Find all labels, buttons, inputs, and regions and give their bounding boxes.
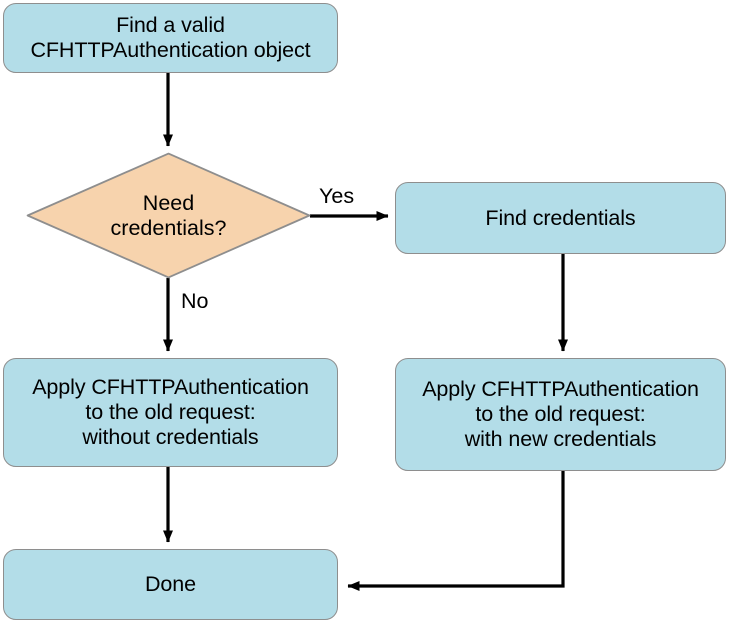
node-need-credentials-label: Need credentials? bbox=[110, 190, 227, 240]
node-done[interactable]: Done bbox=[3, 549, 338, 620]
node-done-label: Done bbox=[145, 572, 196, 596]
node-apply-with-new-credentials-label: Apply CFHTTPAuthentication to the old re… bbox=[422, 377, 699, 451]
edge-label-no: No bbox=[181, 289, 209, 313]
node-need-credentials[interactable]: Need credentials? bbox=[26, 152, 311, 279]
node-find-auth-object[interactable]: Find a valid CFHTTPAuthentication object bbox=[3, 3, 338, 73]
node-find-credentials-label: Find credentials bbox=[485, 205, 636, 230]
edge-apply-with-new-credentials-to-done bbox=[347, 471, 565, 591]
node-find-credentials[interactable]: Find credentials bbox=[395, 182, 726, 254]
node-apply-with-new-credentials[interactable]: Apply CFHTTPAuthentication to the old re… bbox=[395, 358, 726, 471]
node-apply-without-credentials-label: Apply CFHTTPAuthentication to the old re… bbox=[32, 375, 309, 449]
diamond-shape bbox=[26, 152, 311, 279]
node-find-auth-object-label: Find a valid CFHTTPAuthentication object bbox=[30, 13, 311, 62]
node-apply-without-credentials[interactable]: Apply CFHTTPAuthentication to the old re… bbox=[3, 358, 338, 467]
edge-label-yes: Yes bbox=[319, 184, 355, 208]
